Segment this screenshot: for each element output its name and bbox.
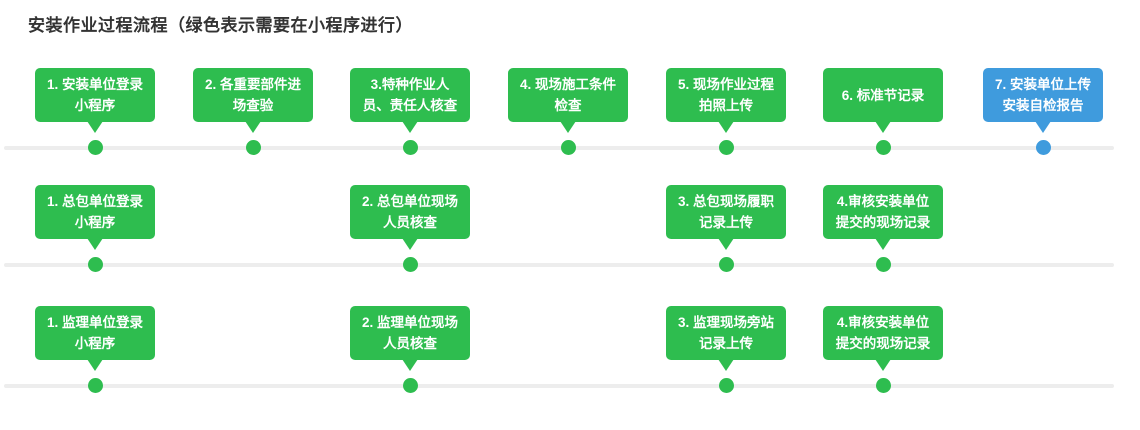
step-label: 3. 总包现场履职 记录上传 [677,194,774,230]
step: 2. 监理单位现场 人员核查 [350,306,470,398]
step-label: 4.审核安装单位 提交的现场记录 [835,315,931,351]
step: 4.审核安装单位 提交的现场记录 [823,185,943,277]
step-bubble: 4.审核安装单位 提交的现场记录 [823,306,943,371]
step-label: 3.特种作业人 员、责任人核查 [362,77,458,113]
timeline-dot [87,140,103,155]
step: 3. 总包现场履职 记录上传 [666,185,786,277]
step-bubble: 3. 总包现场履职 记录上传 [666,185,786,250]
bubble-tail-icon [87,238,103,250]
step-label: 2. 总包单位现场 人员核查 [361,194,458,230]
step-bubble: 4. 现场施工条件 检查 [508,68,628,133]
bubble-tail-icon [560,121,576,133]
bubble-tail-icon [402,238,418,250]
timeline-dot [402,378,418,393]
bubble-tail-icon [875,359,891,371]
timeline-dot [560,140,576,155]
timeline-dot [402,140,418,155]
timeline-line [4,263,1114,267]
bubble-tail-icon [718,238,734,250]
step-bubble: 2. 总包单位现场 人员核查 [350,185,470,250]
step-label: 6. 标准节记录 [841,87,925,103]
step-label: 1. 总包单位登录 小程序 [46,194,143,230]
timeline-dot [718,257,734,272]
step-label: 2. 各重要部件进 场查验 [204,77,301,113]
step: 7. 安装单位上传 安装自检报告 [983,68,1103,160]
step-bubble: 6. 标准节记录 [823,68,943,133]
step-bubble: 7. 安装单位上传 安装自检报告 [983,68,1103,133]
timeline-line [4,384,1114,388]
bubble-tail-icon [402,359,418,371]
timeline-line [4,146,1114,150]
step-bubble: 4.审核安装单位 提交的现场记录 [823,185,943,250]
step: 4. 现场施工条件 检查 [508,68,628,160]
step: 6. 标准节记录 [823,68,943,160]
step-bubble: 1. 安装单位登录 小程序 [35,68,155,133]
step-label: 3. 监理现场旁站 记录上传 [677,315,774,351]
step: 3.特种作业人 员、责任人核查 [350,68,470,160]
step: 3. 监理现场旁站 记录上传 [666,306,786,398]
flow-row-installer: 1. 安装单位登录 小程序 2. 各重要部件进 场查验 3.特种作业人 员、责任… [0,68,1140,160]
timeline-dot [875,140,891,155]
step-bubble: 1. 监理单位登录 小程序 [35,306,155,371]
step: 2. 各重要部件进 场查验 [193,68,313,160]
step-label: 7. 安装单位上传 安装自检报告 [994,77,1091,113]
bubble-tail-icon [245,121,261,133]
timeline-dot [402,257,418,272]
step: 1. 监理单位登录 小程序 [35,306,155,398]
step-label: 4. 现场施工条件 检查 [519,77,616,113]
bubble-tail-icon [718,121,734,133]
timeline-dot [718,378,734,393]
bubble-tail-icon [87,359,103,371]
step-bubble: 2. 监理单位现场 人员核查 [350,306,470,371]
flow-row-general-contractor: 1. 总包单位登录 小程序 2. 总包单位现场 人员核查 3. 总包现场履职 记… [0,185,1140,277]
step-label: 1. 安装单位登录 小程序 [46,77,143,113]
timeline-dot [875,378,891,393]
step-label: 5. 现场作业过程 拍照上传 [677,77,774,113]
timeline-dot [87,257,103,272]
bubble-tail-icon [718,359,734,371]
timeline-dot [1035,140,1051,155]
step-bubble: 3.特种作业人 员、责任人核查 [350,68,470,133]
step-label: 4.审核安装单位 提交的现场记录 [835,194,931,230]
bubble-tail-icon [87,121,103,133]
bubble-tail-icon [875,238,891,250]
step: 4.审核安装单位 提交的现场记录 [823,306,943,398]
flow-row-supervisor: 1. 监理单位登录 小程序 2. 监理单位现场 人员核查 3. 监理现场旁站 记… [0,306,1140,398]
bubble-tail-icon [1035,121,1051,133]
step-label: 1. 监理单位登录 小程序 [46,315,143,351]
step-label: 2. 监理单位现场 人员核查 [361,315,458,351]
page-title: 安装作业过程流程（绿色表示需要在小程序进行） [28,16,413,35]
step: 1. 总包单位登录 小程序 [35,185,155,277]
timeline-dot [87,378,103,393]
step: 1. 安装单位登录 小程序 [35,68,155,160]
timeline-dot [718,140,734,155]
step-bubble: 1. 总包单位登录 小程序 [35,185,155,250]
step: 2. 总包单位现场 人员核查 [350,185,470,277]
step-bubble: 5. 现场作业过程 拍照上传 [666,68,786,133]
timeline-dot [245,140,261,155]
bubble-tail-icon [402,121,418,133]
step-bubble: 3. 监理现场旁站 记录上传 [666,306,786,371]
step-bubble: 2. 各重要部件进 场查验 [193,68,313,133]
bubble-tail-icon [875,121,891,133]
timeline-dot [875,257,891,272]
step: 5. 现场作业过程 拍照上传 [666,68,786,160]
